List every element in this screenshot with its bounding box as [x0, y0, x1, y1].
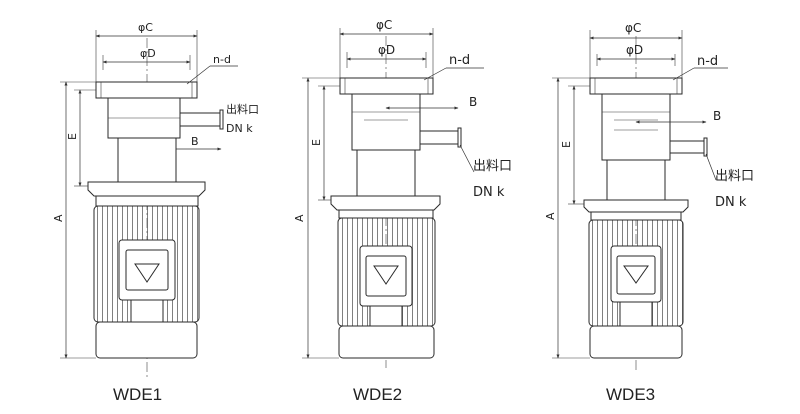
motor-collar	[590, 211, 682, 221]
motor-flange	[583, 199, 689, 213]
outlet-pipe	[419, 130, 459, 145]
label-n-d: n-d	[213, 53, 231, 66]
pump-wde2: φC φD n-d B 出料口 DN k	[293, 18, 512, 404]
motor-collar	[95, 195, 199, 207]
label-e: E	[66, 133, 79, 140]
label-a: A	[544, 212, 557, 220]
leader-outlet	[459, 144, 475, 173]
label-dn-k: DN k	[473, 185, 505, 200]
motor-end-cap	[338, 325, 435, 359]
outlet-flange	[703, 137, 708, 157]
label-b: B	[469, 95, 477, 109]
label-a: A	[293, 214, 306, 222]
label-outlet: 出料口	[473, 159, 512, 174]
label-n-d: n-d	[697, 54, 718, 69]
motor-base-plate	[619, 301, 653, 327]
label-a: A	[52, 214, 65, 222]
motor-flange	[330, 195, 441, 211]
caption-wde3: WDE3	[606, 385, 655, 404]
caption-wde2: WDE2	[353, 385, 402, 404]
label-dn-k: DN k	[715, 195, 747, 210]
pump-head	[601, 93, 671, 161]
label-outlet: 出料口	[715, 169, 754, 184]
label-n-d: n-d	[449, 53, 470, 68]
label-phi-d: φD	[378, 43, 395, 57]
label-outlet: 出料口	[226, 102, 259, 116]
label-e: E	[560, 141, 573, 148]
outlet-flange	[219, 109, 224, 130]
label-e: E	[310, 139, 323, 146]
label-phi-d: φD	[140, 47, 156, 60]
pump-wde1: φC φD n-d 出料口 DN k B	[52, 21, 259, 404]
label-phi-c: φC	[625, 21, 641, 35]
caption-wde1: WDE1	[113, 385, 162, 404]
top-flange	[589, 77, 683, 95]
nameplate	[616, 255, 656, 295]
leader-n-d	[186, 65, 211, 85]
rotation-arrow-icon	[134, 263, 160, 283]
label-b: B	[191, 135, 199, 148]
motor-end-cap	[95, 321, 198, 359]
nameplate	[125, 249, 169, 291]
motor-flange	[87, 181, 206, 197]
motor-collar	[338, 209, 434, 219]
outlet-flange	[457, 127, 462, 148]
label-phi-c: φC	[138, 21, 153, 34]
nameplate	[365, 255, 407, 297]
outlet-pipe	[669, 140, 705, 154]
top-flange	[95, 81, 198, 99]
motor-base-plate	[130, 299, 164, 323]
top-flange	[339, 77, 434, 95]
pump-column	[356, 149, 416, 197]
label-phi-c: φC	[376, 18, 392, 32]
pump-column	[117, 137, 177, 183]
rotation-arrow-icon	[373, 265, 399, 285]
motor-end-cap	[589, 325, 683, 359]
outlet-pipe	[179, 112, 221, 127]
rotation-arrow-icon	[623, 265, 649, 284]
pump-wde3: φC φD n-d B 出料口 DN k	[544, 21, 754, 404]
label-phi-d: φD	[626, 43, 643, 57]
leader-outlet	[705, 153, 717, 181]
label-dn-k: DN k	[226, 122, 253, 135]
pump-column	[606, 159, 666, 201]
motor-base-plate	[369, 305, 403, 327]
label-b: B	[713, 109, 721, 123]
pump-head	[351, 93, 421, 151]
